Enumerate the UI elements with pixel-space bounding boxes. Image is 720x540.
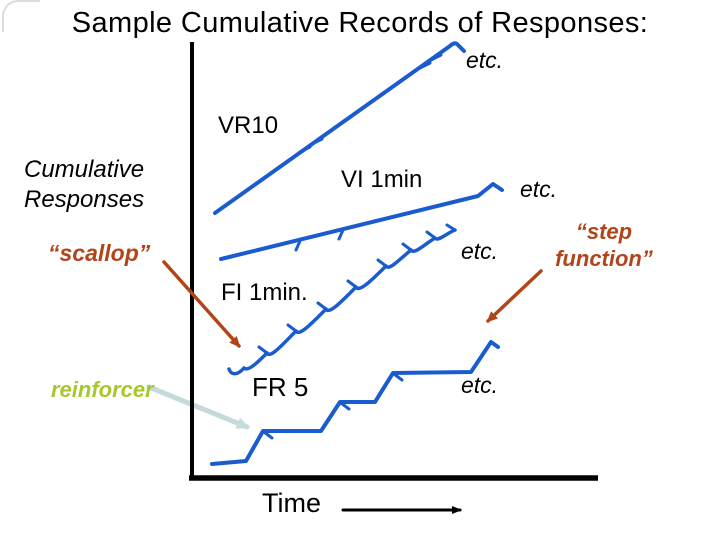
reinforcer-arrow (146, 384, 250, 430)
slide-title: Sample Cumulative Records of Responses: (71, 7, 649, 39)
fi-label: FI 1min. (221, 279, 308, 306)
fr5-step-curve (210, 340, 500, 466)
y-axis-label-line2: Responses (24, 186, 145, 213)
time-label: Time (262, 488, 321, 518)
fi1min-scallop-curve (227, 223, 457, 376)
step-function-line2: function” (555, 246, 653, 271)
step-function-arrow (486, 269, 543, 323)
scallop-arrow (162, 260, 241, 348)
step-function-line1: “step (575, 219, 633, 244)
vr10-curve (213, 41, 466, 215)
etc-label-fi: etc. (461, 238, 499, 264)
scallop-annotation: “scallop” (48, 240, 151, 266)
vi1min-curve (219, 182, 504, 261)
etc-label-vr: etc. (466, 47, 504, 73)
vi-label: VI 1min (341, 166, 423, 193)
y-axis-label: Cumulative Responses (24, 155, 144, 215)
etc-label-vi: etc. (520, 176, 558, 202)
fr5-label: FR 5 (252, 372, 309, 402)
etc-label-fr: etc. (461, 372, 499, 398)
step-function-annotation: “step function” (538, 218, 670, 272)
reinforcer-annotation: reinforcer (51, 377, 154, 402)
y-axis-label-line1: Cumulative (24, 156, 145, 183)
vr10-label: VR10 (218, 112, 279, 139)
slide-border-corner (2, 0, 40, 32)
